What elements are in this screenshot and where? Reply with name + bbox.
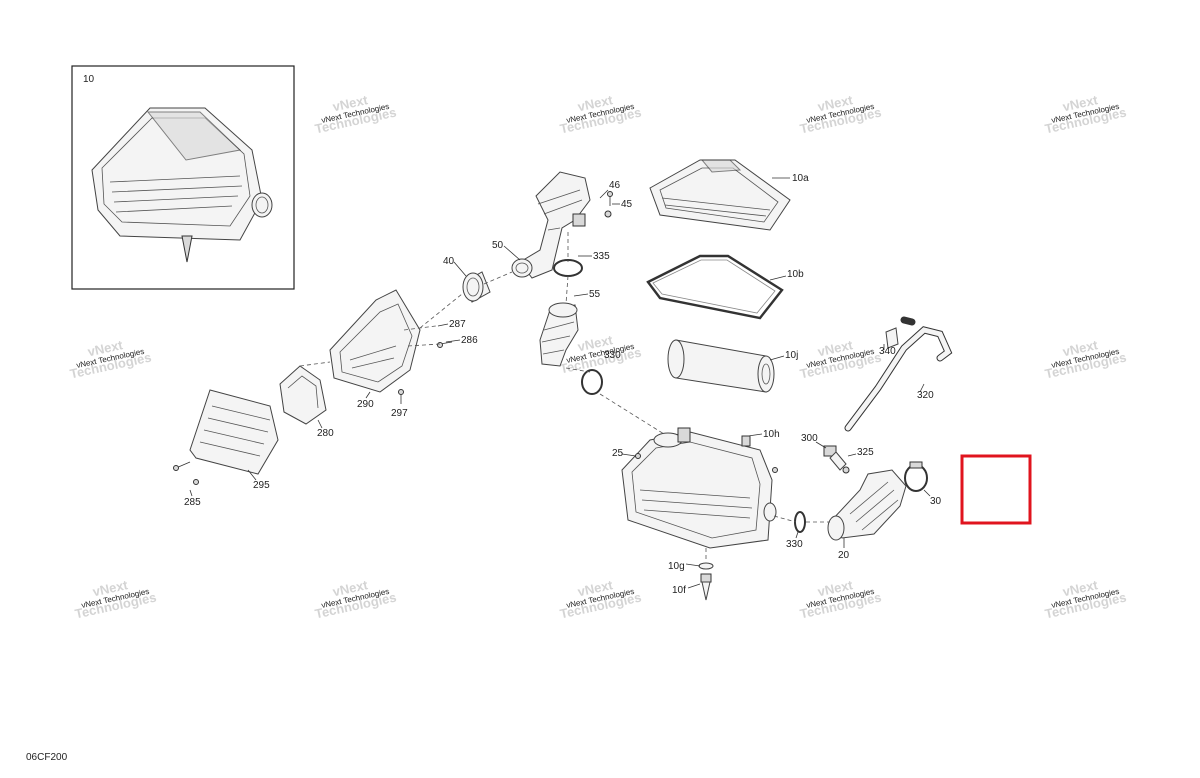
- label-330-lower: 330: [786, 539, 803, 550]
- grille-295: [189, 389, 279, 475]
- highlight-box: [960, 454, 1032, 525]
- screws: [173, 191, 778, 485]
- label-40: 40: [443, 256, 455, 267]
- watermark-brand: vNext: [816, 337, 854, 359]
- label-330-upper: 330: [604, 350, 621, 361]
- assembly-lines: [299, 232, 830, 562]
- watermark-brand: vNext: [1061, 337, 1099, 359]
- bracket-290: [329, 289, 421, 393]
- watermark-brand: vNext: [576, 92, 614, 114]
- drain-valve-10f-10g: [698, 562, 714, 601]
- duct-55: [539, 302, 579, 367]
- airbox-cover-10a: [649, 159, 791, 231]
- watermark-brand: vNext: [91, 577, 129, 599]
- watermark-brand: vNext: [331, 92, 369, 114]
- label-10b: 10b: [787, 269, 804, 280]
- clamp-330-lower: [794, 511, 806, 533]
- part-labels: 10a 10b 10j 10h 10g 10f 20 25 30 40 45 4…: [184, 173, 942, 596]
- label-10g: 10g: [668, 561, 685, 572]
- lower-airbox-housing: [621, 427, 777, 549]
- gasket-10b: [646, 254, 784, 320]
- label-25: 25: [612, 448, 624, 459]
- label-280: 280: [317, 428, 334, 439]
- label-295: 295: [253, 480, 270, 491]
- air-filter-10j: [667, 339, 775, 393]
- watermark-brand: vNext: [1061, 577, 1099, 599]
- fitting-300-325: [823, 445, 850, 474]
- label-10h: 10h: [763, 429, 780, 440]
- leader-lines: [189, 177, 931, 589]
- watermark-brand: vNext: [86, 337, 124, 359]
- watermark-brand: vNext: [816, 577, 854, 599]
- clamp-30: [904, 461, 928, 492]
- fitting-340: [885, 327, 899, 349]
- label-325: 325: [857, 447, 874, 458]
- label-287: 287: [449, 319, 466, 330]
- label-320: 320: [917, 390, 934, 401]
- label-300: 300: [801, 433, 818, 444]
- label-10j: 10j: [785, 350, 798, 361]
- label-46: 46: [609, 180, 621, 191]
- watermark-brand: vNext: [1061, 92, 1099, 114]
- label-20: 20: [838, 550, 850, 561]
- label-286: 286: [461, 335, 478, 346]
- watermark-brand: vNext: [576, 332, 614, 354]
- inset-assembly-box: 10: [71, 65, 295, 290]
- watermark-brand: vNext: [331, 577, 369, 599]
- label-10a: 10a: [792, 173, 809, 184]
- label-290: 290: [357, 399, 374, 410]
- clamp-335: [553, 259, 583, 277]
- label-50: 50: [492, 240, 504, 251]
- label-340: 340: [879, 346, 896, 357]
- label-285: 285: [184, 497, 201, 508]
- label-10f: 10f: [672, 585, 686, 596]
- inset-label: 10: [83, 74, 95, 85]
- breather-hose-320: [844, 316, 953, 432]
- label-30: 30: [930, 496, 942, 507]
- intake-boot-20: [827, 469, 907, 541]
- label-55: 55: [589, 289, 601, 300]
- watermark-brand: vNext: [576, 577, 614, 599]
- drawing-code: 06CF200: [26, 752, 68, 763]
- label-45: 45: [621, 199, 633, 210]
- label-335: 335: [593, 251, 610, 262]
- clamp-330-upper: [581, 369, 603, 395]
- coupler-40: [462, 271, 491, 303]
- label-297: 297: [391, 408, 408, 419]
- intake-tube-50: [511, 171, 591, 279]
- housing-280: [279, 365, 327, 425]
- watermark-brand: vNext: [816, 92, 854, 114]
